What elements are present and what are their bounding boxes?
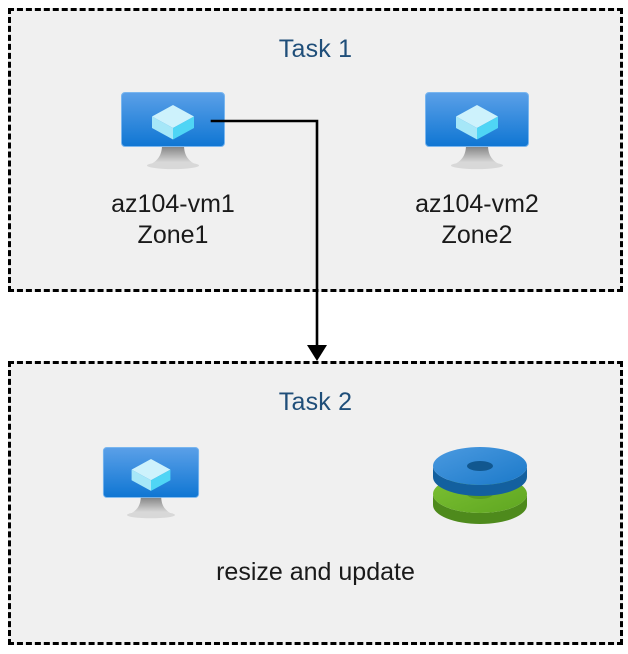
node-az104-vm2[interactable]: az104-vm2 Zone2 [361,91,593,250]
azure-virtual-machine-icon [361,91,593,178]
azure-virtual-machine-icon [57,91,289,178]
task-2-title: Task 2 [278,388,353,416]
azure-virtual-machine-icon[interactable] [102,445,200,528]
node-az104-vm1-label: az104-vm1 Zone1 [111,190,235,249]
connector-arrowhead-icon [307,345,327,361]
task-2-caption: resize and update [216,558,415,586]
task-2-icon-row [11,444,620,529]
node-az104-vm2-label: az104-vm2 Zone2 [415,190,539,249]
task-2-container: Task 2 [8,361,623,645]
azure-managed-disks-icon[interactable] [431,444,529,529]
task-1-title: Task 1 [278,35,353,63]
task-1-container: Task 1 [8,8,623,292]
node-az104-vm1[interactable]: az104-vm1 Zone1 [57,91,289,250]
